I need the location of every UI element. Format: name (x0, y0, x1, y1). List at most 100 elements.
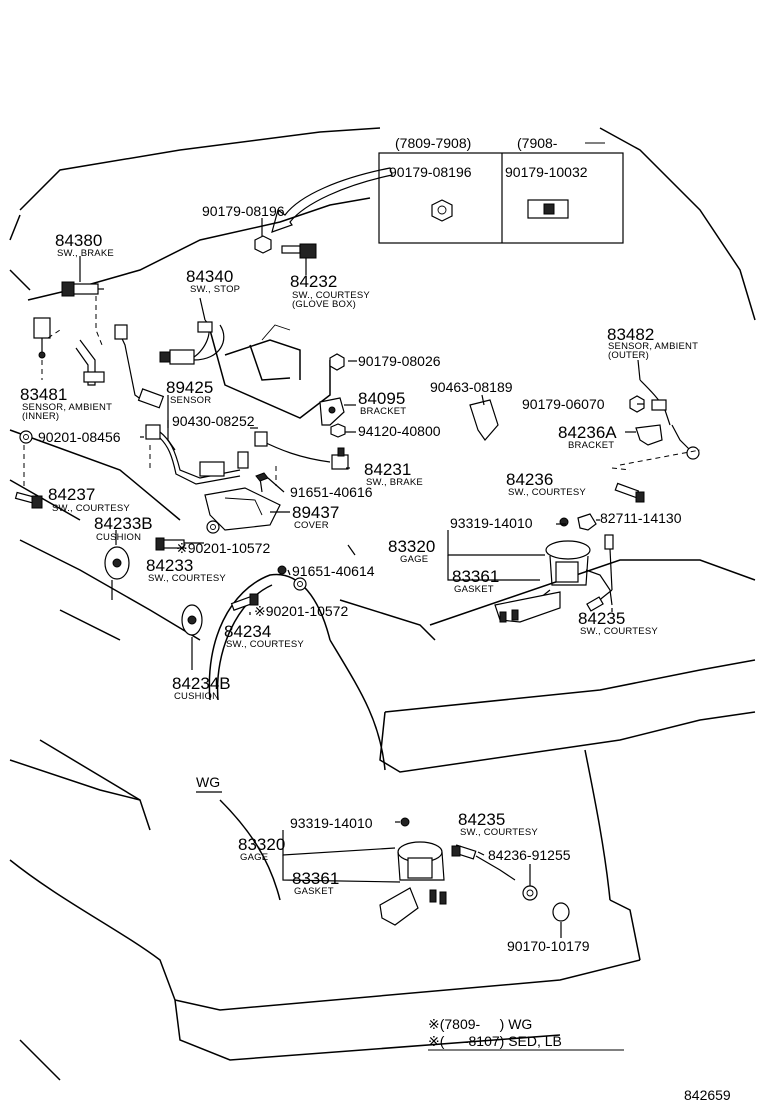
label-90179-06070: 90179-06070 (522, 396, 605, 412)
nut-90179-08196-icon (254, 235, 272, 254)
bolt-91651-40614-icon (277, 565, 287, 575)
desc-84232b: (GLOVE BOX) (292, 299, 356, 310)
header-col1: (7809-7908) (395, 135, 471, 151)
glove-box-switch-icon (281, 245, 301, 254)
label-wg-83361: 83361 (292, 869, 339, 888)
desc-84234B: CUSHION (174, 691, 219, 702)
label-90463-08189: 90463-08189 (430, 379, 513, 395)
label-84340: 84340 (186, 267, 233, 286)
gage-83320-wg-icon (379, 841, 447, 926)
courtesy-switch-84235-upper-icon (586, 589, 613, 612)
label-wg-83320: 83320 (238, 835, 285, 854)
diagram-id: 842659 (684, 1087, 731, 1103)
plug-90170-10179-icon (552, 902, 570, 922)
desc-84233: SW., COURTESY (148, 573, 226, 584)
desc-84233B: CUSHION (96, 532, 141, 543)
label-84095: 84095 (358, 389, 405, 408)
clamp-90463-08189-icon (469, 399, 499, 441)
desc-84234: SW., COURTESY (226, 639, 304, 650)
desc-89425: SENSOR (170, 395, 211, 406)
label-90201-10572-upper: ※90201-10572 (176, 540, 270, 556)
nut-94120-40800-icon (330, 423, 346, 438)
washer-90201-08456-icon (19, 430, 33, 444)
desc-84236A: BRACKET (568, 440, 614, 451)
cushion-84233B-icon (104, 546, 130, 580)
label-83320: 83320 (388, 537, 435, 556)
label-90179-08196: 90179-08196 (202, 203, 285, 219)
label-84236A: 84236A (558, 423, 617, 442)
label-wg-93319-14010: 93319-14010 (290, 815, 373, 831)
inner-sensor-icon (33, 317, 51, 359)
label-83482: 83482 (607, 325, 654, 344)
label-wg: WG (196, 774, 220, 790)
desc-83320: GAGE (400, 554, 428, 565)
applicability-notes: ※(7809- ) WG ※( -8107) SED, LB (428, 1016, 624, 1051)
label-83481: 83481 (20, 385, 67, 404)
label-82711-14130: 82711-14130 (600, 510, 682, 526)
courtesy-switch-84233-icon (155, 537, 185, 551)
desc-83481a: SENSOR, AMBIENT (22, 402, 112, 413)
label-91651-40614: 91651-40614 (292, 563, 375, 579)
label-84234B: 84234B (172, 674, 231, 693)
desc-84231: SW., BRAKE (366, 477, 423, 488)
label-84233B: 84233B (94, 514, 153, 533)
screw-93319-14010-icon (559, 517, 569, 527)
desc-84095: BRACKET (360, 406, 406, 417)
label-94120-40800: 94120-40800 (358, 423, 441, 439)
part-labels: 84380 SW., BRAKE 90179-08196 84340 SW., … (20, 203, 698, 954)
grommet-84236-91255-icon (522, 885, 538, 901)
courtesy-switch-84237-icon (14, 491, 43, 509)
label-84235: 84235 (578, 609, 625, 628)
label-84231: 84231 (364, 460, 411, 479)
stop-pedal-icon (117, 329, 143, 401)
desc-83482b: (OUTER) (608, 350, 649, 361)
brake-switch-84231-icon (254, 431, 349, 470)
part-drawings (14, 235, 700, 926)
label-90430-08252: 90430-08252 (172, 413, 255, 429)
desc-83361: GASKET (454, 584, 494, 595)
desc-83481b: (INNER) (22, 411, 59, 422)
outer-sensor-icon (635, 379, 700, 460)
stop-switch-icon (159, 319, 225, 365)
leader-lines (23, 218, 701, 938)
desc-wg-84235: SW., COURTESY (460, 827, 538, 838)
label-84380: 84380 (55, 231, 102, 250)
label-84237: 84237 (48, 485, 95, 504)
brake-pedal-icon (75, 339, 96, 386)
brake-switch-icon (61, 281, 104, 297)
label-83361: 83361 (452, 567, 499, 586)
desc-84237: SW., COURTESY (52, 503, 130, 514)
washer-lower-icon (293, 577, 307, 591)
note-1: ※(7809- ) WG (428, 1016, 532, 1032)
washer-upper-icon (206, 520, 220, 534)
label-84232: 84232 (290, 272, 337, 291)
label-90201-08456: 90201-08456 (38, 429, 121, 445)
label-84233: 84233 (146, 556, 193, 575)
sensor-89425-icon (145, 424, 249, 485)
cushion-84234B-icon (181, 604, 203, 636)
desc-wg-83361: GASKET (294, 886, 334, 897)
nut-90179-08026-icon (329, 353, 345, 371)
label-90201-10572-lower: ※90201-10572 (254, 603, 348, 619)
desc-84236: SW., COURTESY (508, 487, 586, 498)
desc-84232a: SW., COURTESY (292, 290, 370, 301)
desc-89437: COVER (294, 520, 329, 531)
label-90179-08026: 90179-08026 (358, 353, 441, 369)
header-part2: 90179-10032 (505, 164, 588, 180)
desc-84340: SW., STOP (190, 284, 240, 295)
courtesy-switch-84234-icon (230, 593, 259, 611)
label-84236: 84236 (506, 470, 553, 489)
gage-83320-upper-icon (494, 534, 614, 623)
label-wg-90170-10179: 90170-10179 (507, 938, 590, 954)
nut-icon (431, 199, 453, 222)
courtesy-switch-84235-wg-icon (451, 844, 516, 881)
desc-83482a: SENSOR, AMBIENT (608, 341, 698, 352)
label-89425: 89425 (166, 378, 213, 397)
arrow-icon (271, 167, 393, 233)
courtesy-switch-84236-icon (614, 482, 645, 503)
desc-84380: SW., BRAKE (57, 248, 114, 259)
desc-wg-83320: GAGE (240, 852, 268, 863)
header-col2: (7908- (517, 135, 558, 151)
header-part1: 90179-08196 (389, 164, 472, 180)
